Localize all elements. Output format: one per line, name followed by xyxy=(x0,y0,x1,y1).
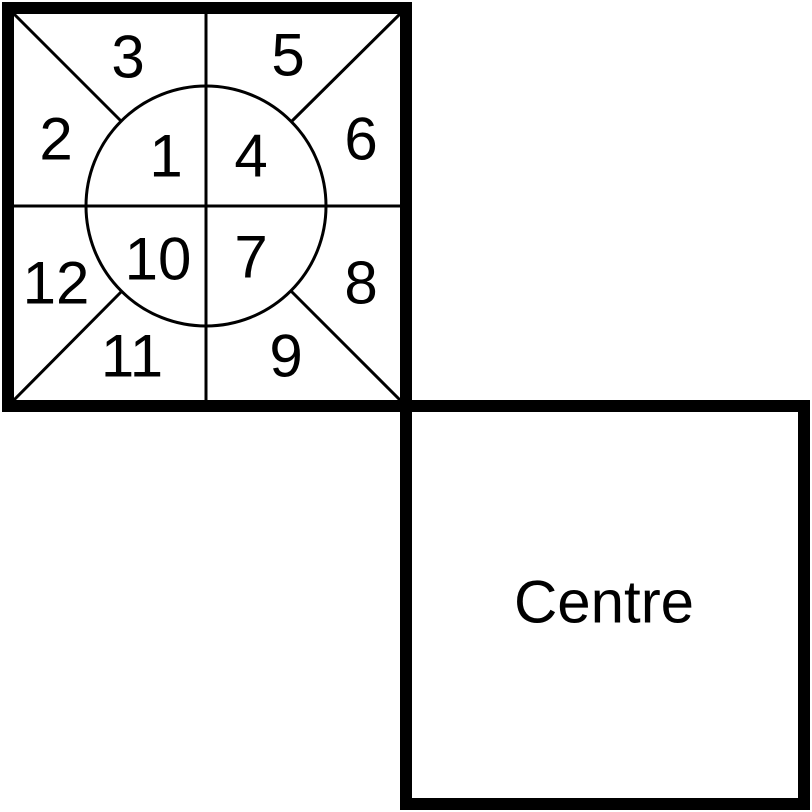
centre-label: Centre xyxy=(514,569,694,636)
cell-label-10: 10 xyxy=(125,226,192,293)
cell-label-8: 8 xyxy=(344,250,377,317)
centre-square-border xyxy=(400,400,810,810)
cell-label-3: 3 xyxy=(111,24,144,91)
cell-label-9: 9 xyxy=(269,323,302,390)
centre-square: Centre xyxy=(400,400,810,810)
cell-label-11: 11 xyxy=(101,323,163,390)
diagonal-top-left xyxy=(6,6,124,124)
cell-label-6: 6 xyxy=(344,106,377,173)
diagonal-bottom-left xyxy=(6,289,124,408)
cell-label-1: 1 xyxy=(149,123,182,190)
cell-label-7: 7 xyxy=(234,224,267,291)
diagonal-top-right xyxy=(289,6,408,124)
cell-label-5: 5 xyxy=(271,22,304,89)
cell-label-4: 4 xyxy=(234,123,267,190)
cell-label-12: 12 xyxy=(23,250,90,317)
diagonal-bottom-right xyxy=(289,289,408,408)
central-circle xyxy=(84,84,328,328)
divided-square: 1 2 3 4 5 6 7 8 9 10 11 12 xyxy=(2,2,412,412)
cell-label-2: 2 xyxy=(39,106,72,173)
